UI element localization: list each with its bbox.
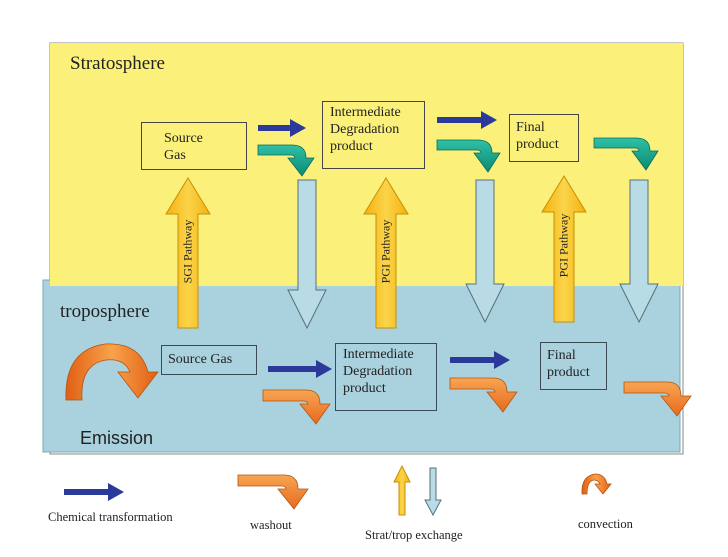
legend-washout-arrow (237, 474, 309, 510)
strat-washout-arrow-3 (593, 137, 659, 171)
legend-up-arrow (393, 464, 411, 516)
strat-final-line-2: product (516, 137, 559, 152)
trop-washout-arrow-3 (623, 381, 692, 417)
strat-final-box: Final product (509, 114, 579, 162)
strat-intermediate-line-1: Intermediate (330, 105, 401, 120)
trop-source-gas-label: Source Gas (168, 352, 233, 367)
troposphere-label: troposphere (60, 301, 150, 322)
down-arrow-2 (465, 179, 505, 324)
legend-chemical-arrow (64, 483, 124, 501)
trop-intermediate-line-1: Intermediate (343, 347, 414, 362)
down-arrow-1 (287, 179, 327, 330)
chem-arrow-trop-2 (450, 351, 510, 369)
pgi-pathway-label-2: PGI Pathway (556, 213, 571, 278)
chem-arrow-strat-1 (258, 119, 306, 137)
trop-final-line-2: product (547, 365, 590, 380)
stratosphere-label: Stratosphere (70, 53, 165, 74)
trop-final-line-1: Final (547, 348, 576, 363)
emission-label: Emission (80, 428, 154, 448)
legend-washout-label: washout (250, 518, 292, 532)
trop-intermediate-box: Intermediate Degradation product (335, 343, 437, 411)
strat-source-gas-line-2: Gas (164, 148, 186, 163)
down-arrows (287, 179, 659, 330)
strat-source-gas-box: Source Gas (141, 122, 247, 170)
strat-washout-arrow-1 (257, 144, 315, 177)
legend-convection-arrow (581, 473, 612, 495)
legend-convection-label: convection (578, 517, 633, 531)
pgi-pathway-arrow-2 (541, 175, 587, 323)
trop-washout-arrow-2 (449, 377, 518, 413)
convection-arrow (65, 343, 159, 401)
trop-washout-arrow-1 (262, 389, 331, 425)
pgi-pathway-label-1: PGI Pathway (378, 219, 393, 284)
down-arrow-3 (619, 179, 659, 324)
trop-final-box: Final product (540, 342, 607, 390)
strat-intermediate-box: Intermediate Degradation product (322, 101, 425, 169)
strat-intermediate-line-3: product (330, 139, 373, 154)
legend-down-arrow (424, 467, 442, 517)
chem-arrow-trop-1 (268, 360, 332, 378)
strat-source-gas-line-1: Source (164, 131, 203, 146)
pgi-pathway-arrow-1 (363, 177, 409, 329)
strat-final-line-1: Final (516, 120, 545, 135)
sgi-pathway-label: SGI Pathway (180, 219, 195, 284)
trop-source-gas-box: Source Gas (161, 345, 257, 375)
chem-arrow-strat-2 (437, 111, 497, 129)
strat-intermediate-line-2: Degradation (330, 122, 400, 137)
strat-washout-arrow-2 (436, 139, 501, 173)
legend-exchange-label: Strat/trop exchange (365, 528, 463, 542)
legend-chemical-label: Chemical transformation (48, 510, 173, 524)
sgi-pathway-arrow (165, 177, 211, 329)
trop-intermediate-line-2: Degradation (343, 364, 413, 379)
trop-intermediate-line-3: product (343, 381, 386, 396)
